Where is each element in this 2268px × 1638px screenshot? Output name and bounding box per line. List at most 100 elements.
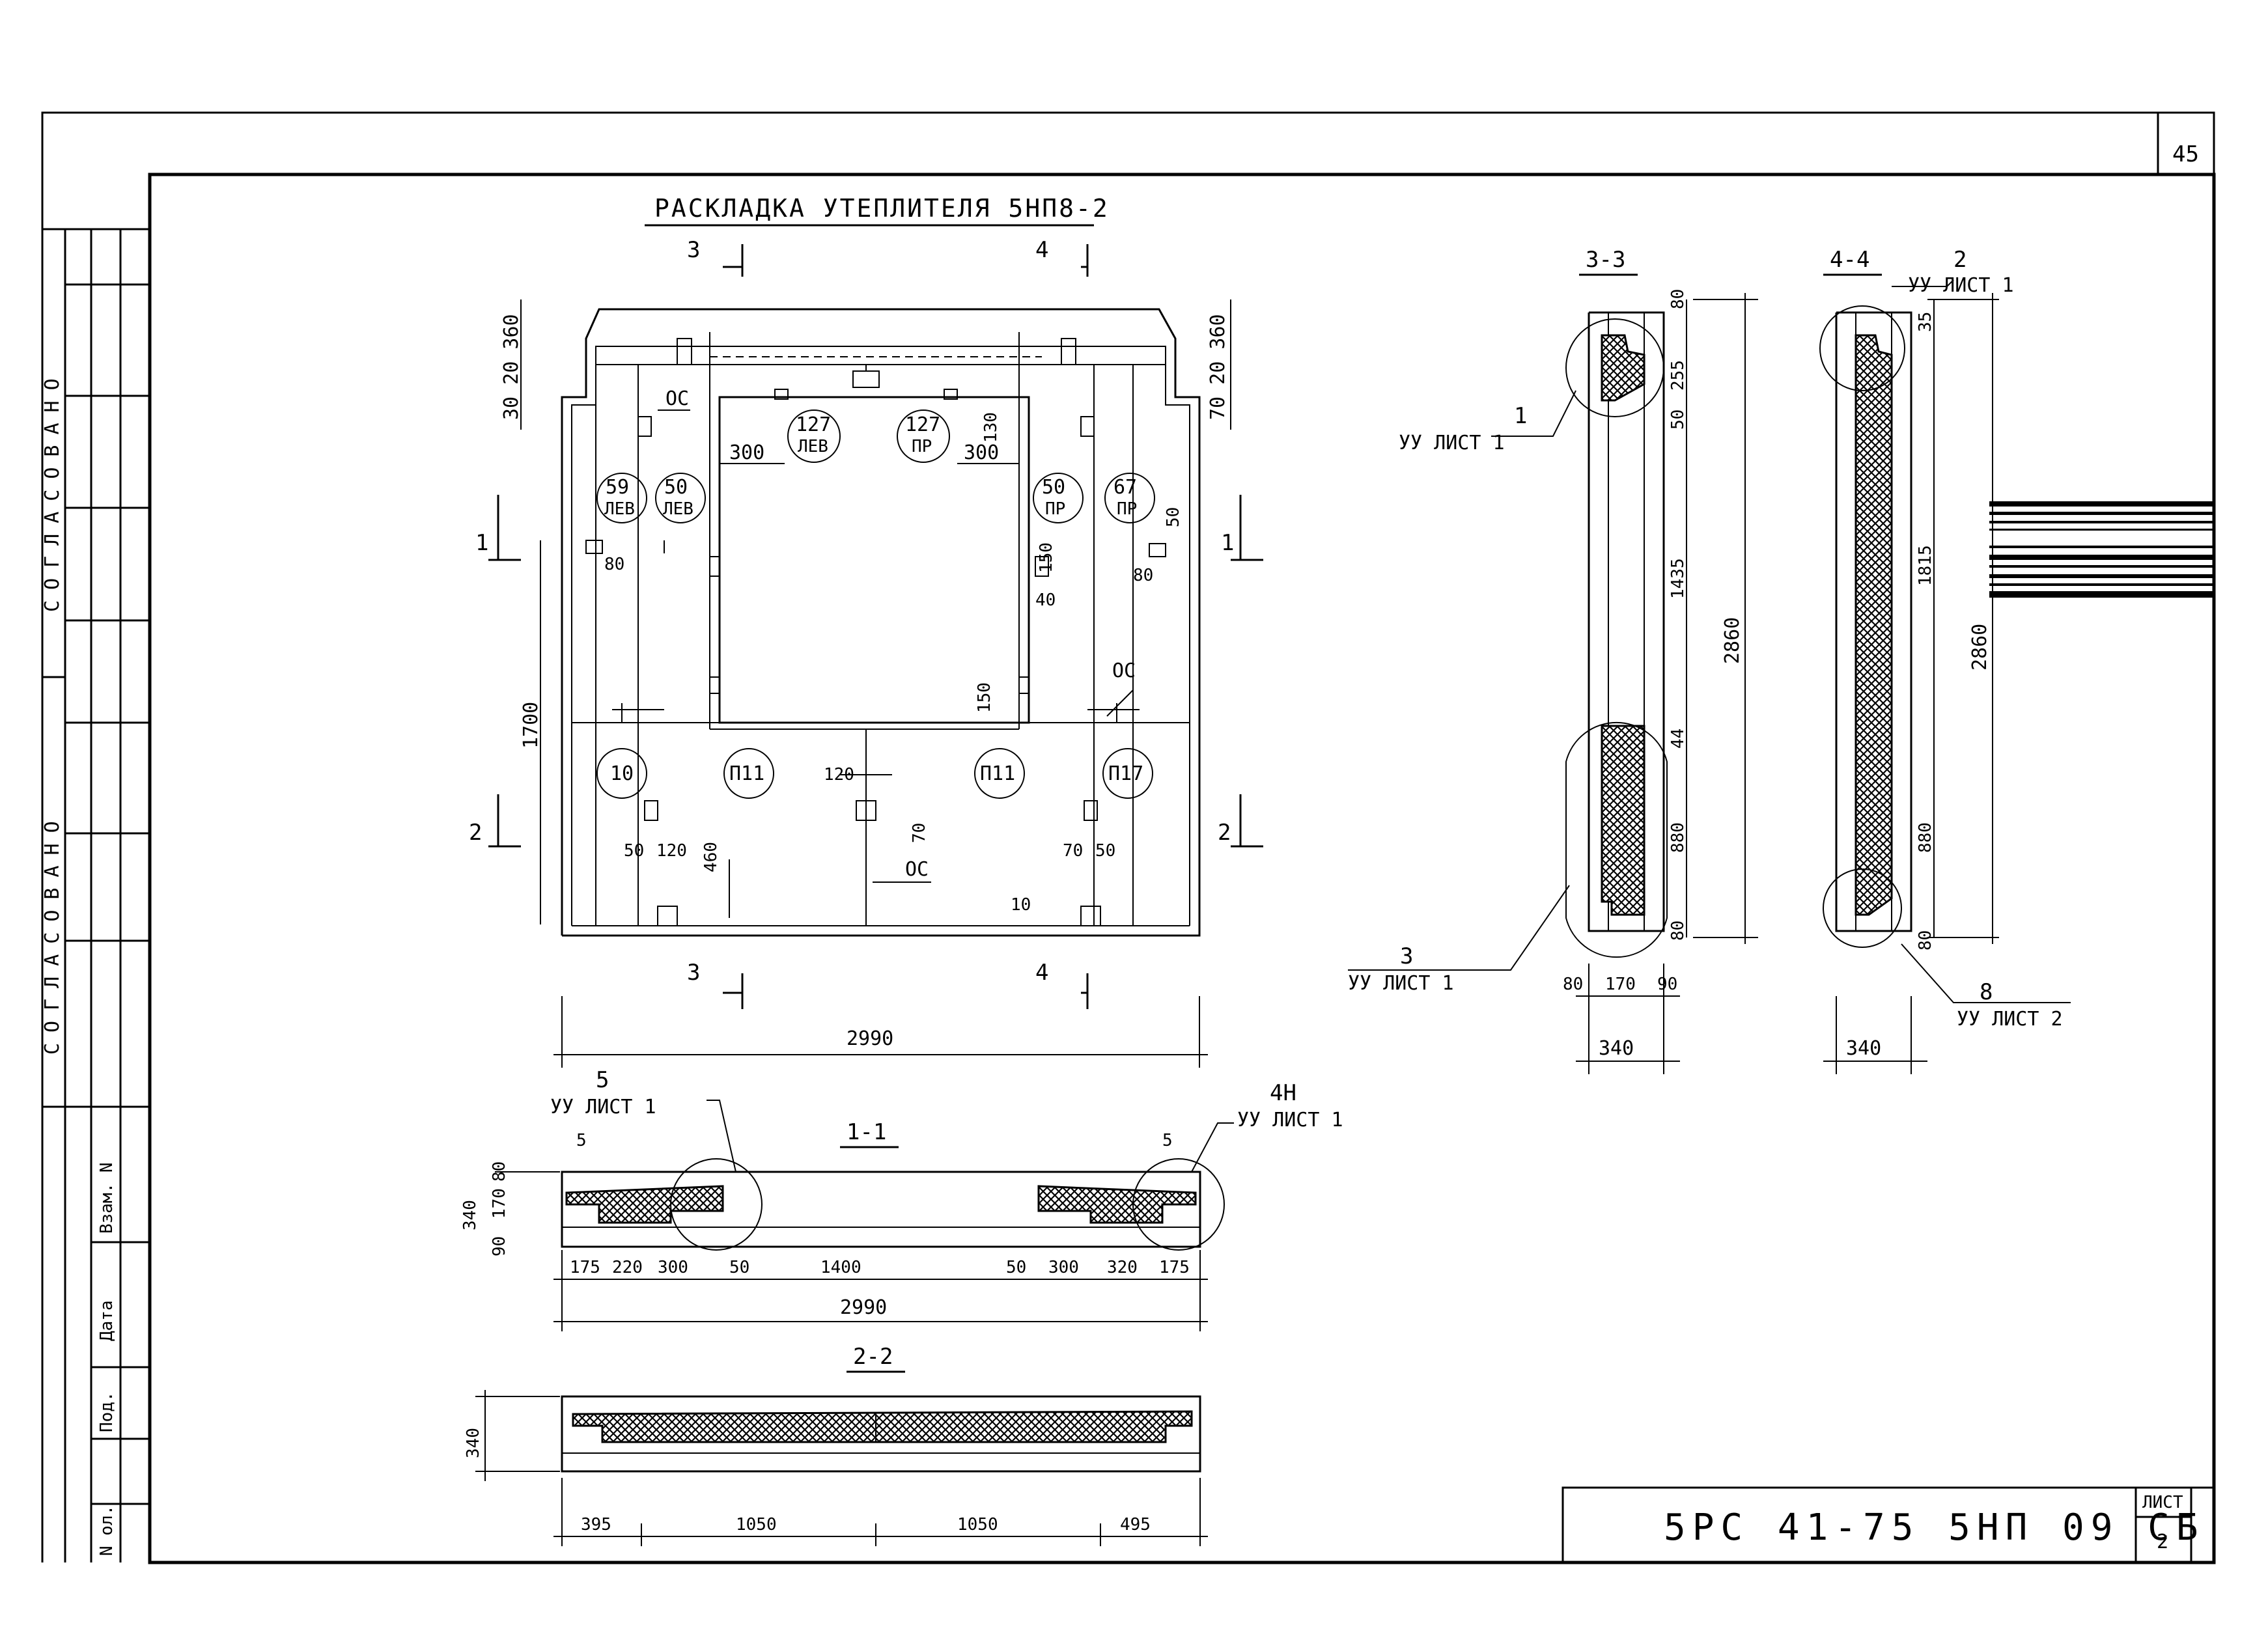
mark-50-right-side: ПР (1045, 499, 1065, 519)
dim-300-a: 300 (729, 441, 764, 464)
sec22-chain-1050a: 1050 (736, 1515, 777, 1534)
binding-edge-marks (1989, 501, 2214, 598)
dim-70: 70 (910, 823, 929, 843)
sec11-dim-80: 80 (490, 1161, 509, 1182)
sec33-dim-2860: 2860 (1721, 617, 1744, 664)
callout-4n-ref: УУ ЛИСТ 1 (1237, 1109, 1343, 1131)
mark-59: 59 (606, 476, 629, 499)
mark-10: 10 (610, 762, 634, 785)
sec44-dim-2860: 2860 (1968, 624, 1991, 671)
dim-70-b: 70 (1063, 841, 1083, 861)
sec33-dim-880: 880 (1668, 822, 1688, 853)
sec11-chain-175b: 175 (1159, 1258, 1190, 1277)
stamp-sheet-label: ЛИСТ (2142, 1493, 2183, 1512)
sec44-dim-80: 80 (1916, 930, 1935, 951)
section-44-title: 4-4 (1830, 247, 1869, 273)
cut-2-right: 2 (1218, 820, 1231, 846)
dim-top-right: 70 20 360 (1207, 314, 1229, 420)
callout-8-num: 8 (1980, 979, 1993, 1005)
dim-top-left: 30 20 360 (500, 314, 523, 420)
section-11-body (561, 1100, 1234, 1251)
sec33-dim-80b: 80 (1668, 921, 1688, 941)
strip-col-vzam: Взам. N (97, 1162, 117, 1234)
stamp-sheet-value: 2 (2157, 1531, 2168, 1553)
dim-40: 40 (1035, 590, 1056, 610)
section-22-body (475, 1390, 1208, 1546)
sec11-dim-340: 340 (460, 1200, 480, 1230)
sec44-dim-880: 880 (1916, 822, 1935, 853)
dim-5-right: 5 (1162, 1131, 1173, 1150)
dim-150-a: 150 (1037, 542, 1056, 573)
cut-2-left: 2 (469, 820, 482, 846)
sec33-dim-1435: 1435 (1668, 558, 1688, 599)
dim-50-a: 50 (624, 841, 644, 861)
callout-2-ref: УУ ЛИСТ 1 (1908, 274, 2014, 297)
sec33-dim-80: 80 (1668, 289, 1688, 309)
mark-127-left: 127 (796, 413, 831, 436)
sec33-dim-44: 44 (1668, 729, 1688, 749)
sec11-chain-220: 220 (612, 1258, 643, 1277)
cut-markers (488, 244, 1263, 1009)
title-stamp (1561, 1486, 2215, 1564)
sec33-dim-50: 50 (1668, 410, 1688, 430)
sec11-bottom-dim-lines (553, 1250, 1208, 1331)
sec33-width: 340 (1599, 1037, 1634, 1060)
dim-10: 10 (1011, 895, 1031, 915)
sec22-dim-340: 340 (464, 1428, 483, 1458)
section-22-title: 2-2 (853, 1344, 893, 1370)
os-leader-2 (1106, 689, 1134, 717)
mark-127-right-side: ПР (912, 437, 932, 456)
section-33-body (1348, 293, 1758, 1074)
sec33-dim-255: 255 (1668, 360, 1688, 391)
sheet-frame (41, 111, 2216, 1564)
sec11-chain-300b: 300 (1048, 1258, 1079, 1277)
dim-460: 460 (701, 842, 721, 872)
mark-p11-a: П11 (729, 762, 764, 785)
cut-1-left: 1 (475, 530, 488, 556)
cut-4-bottom: 4 (1035, 960, 1048, 986)
section-33-title: 3-3 (1586, 247, 1625, 273)
strip-col-sign: Под. (97, 1391, 117, 1432)
sec22-chain-495: 495 (1120, 1515, 1151, 1534)
sec11-chain-175a: 175 (570, 1258, 600, 1277)
os-label-3: ОС (905, 858, 929, 881)
sec11-total: 2990 (840, 1296, 887, 1319)
mark-59-side: ЛЕВ (604, 499, 635, 519)
sec44-width: 340 (1846, 1037, 1881, 1060)
stamp-code: 5РС 41-75 5НП 09 СБ (1664, 1506, 2205, 1549)
callout-8-ref: УУ ЛИСТ 2 (1957, 1008, 2063, 1031)
dim-80-a: 80 (604, 555, 624, 574)
callout-1-num: 1 (1514, 403, 1527, 429)
mark-50-left-side: ЛЕВ (663, 499, 693, 519)
callout-3-ref: УУ ЛИСТ 1 (1348, 972, 1454, 995)
sec44-dim-1815: 1815 (1916, 545, 1935, 586)
callout-1-ref: УУ ЛИСТ 1 (1399, 432, 1505, 454)
sec11-chain-50b: 50 (1006, 1258, 1026, 1277)
dim-50-b: 50 (1095, 841, 1115, 861)
plan-marks (596, 410, 1155, 799)
plan-dim-lines (520, 299, 1231, 1068)
cut-4-top: 4 (1035, 237, 1048, 263)
cut-3-top: 3 (687, 237, 700, 263)
sec44-dim-35: 35 (1916, 312, 1935, 332)
mark-67-side: ПР (1117, 499, 1137, 519)
dim-50-right: 50 (1164, 507, 1183, 527)
approval-label-top: СОГЛАСОВАНО (41, 368, 64, 612)
dim-150-b: 150 (975, 682, 994, 713)
sec11-chain-320: 320 (1107, 1258, 1138, 1277)
dim-120-b: 120 (656, 841, 687, 861)
sec11-chain-50a: 50 (729, 1258, 749, 1277)
approval-strip (42, 228, 150, 1562)
dim-120: 120 (824, 765, 854, 784)
callout-3-num: 3 (1400, 943, 1413, 969)
os-label-1: ОС (665, 387, 689, 410)
mark-p11-b: П11 (980, 762, 1015, 785)
dim-5-left: 5 (576, 1131, 587, 1150)
callout-5-ref: УУ ЛИСТ 1 (550, 1096, 656, 1118)
section-11-title: 1-1 (847, 1119, 886, 1145)
callout-2-num: 2 (1953, 247, 1967, 273)
sec22-chain-395: 395 (581, 1515, 611, 1534)
mark-67: 67 (1113, 476, 1137, 499)
dim-80-b: 80 (1133, 566, 1153, 585)
